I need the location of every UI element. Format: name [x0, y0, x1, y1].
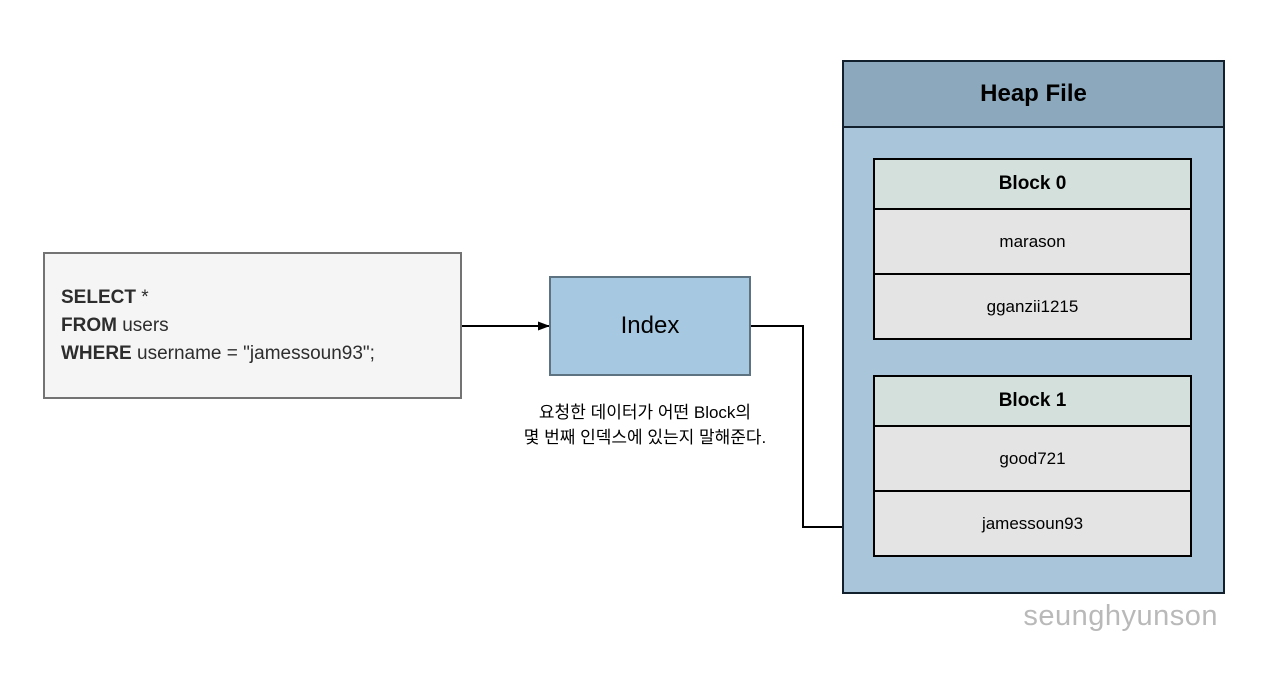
block-1-row-1: jamessoun93: [875, 490, 1190, 555]
block-1-row-0: good721: [875, 425, 1190, 490]
sql-line-select: SELECT *: [61, 284, 460, 312]
heap-file: Heap File Block 0 marason gganzii1215 Bl…: [842, 60, 1225, 594]
sql-rest: users: [116, 314, 169, 336]
sql-query-box: SELECT * FROM users WHERE username = "ja…: [43, 252, 462, 399]
block-0: Block 0 marason gganzii1215: [873, 158, 1192, 340]
sql-keyword: FROM: [61, 314, 117, 336]
sql-keyword: SELECT: [61, 286, 136, 308]
block-0-row-0: marason: [875, 208, 1190, 273]
index-caption-line1: 요청한 데이터가 어떤 Block의: [538, 403, 752, 422]
index-label: Index: [620, 312, 680, 339]
index-box: Index: [549, 276, 751, 376]
block-1: Block 1 good721 jamessoun93: [873, 375, 1192, 557]
index-caption: 요청한 데이터가 어떤 Block의 몇 번째 인덱스에 있는지 말해준다.: [460, 400, 830, 450]
sql-rest: *: [135, 286, 149, 308]
sql-keyword: WHERE: [61, 342, 132, 364]
sql-line-where: WHERE username = "jamessoun93";: [61, 340, 460, 368]
block-0-row-1: gganzii1215: [875, 273, 1190, 338]
sql-line-from: FROM users: [61, 312, 460, 340]
watermark: seunghyunson: [1023, 600, 1218, 632]
index-caption-line2: 몇 번째 인덱스에 있는지 말해준다.: [523, 428, 767, 447]
sql-rest: username = "jamessoun93";: [131, 342, 375, 364]
block-1-title: Block 1: [875, 377, 1190, 425]
block-0-title: Block 0: [875, 160, 1190, 208]
heap-file-title: Heap File: [844, 62, 1223, 128]
